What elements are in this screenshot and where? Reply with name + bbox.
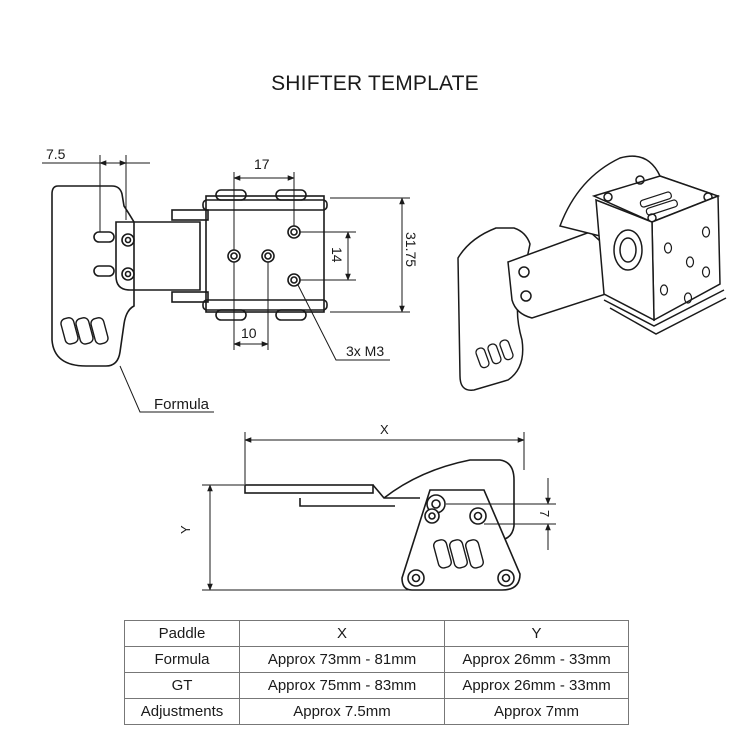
table-header-row: Paddle X Y — [124, 620, 629, 647]
table-row: Adjustments Approx 7.5mm Approx 7mm — [124, 698, 629, 725]
shifter-body — [205, 195, 325, 313]
m3-hole-top — [287, 225, 301, 239]
table-row: GT Approx 75mm - 83mm Approx 26mm - 33mm — [124, 672, 629, 699]
page-title: SHIFTER TEMPLATE — [271, 72, 479, 95]
side-view — [244, 459, 521, 591]
dim-x-label: X — [380, 422, 389, 437]
cell-paddle: GT — [124, 672, 240, 699]
dim-7-5-label: 7.5 — [46, 146, 66, 162]
side-logo-icon — [433, 539, 484, 569]
dim-14-label: 14 — [329, 247, 345, 263]
cell-y: Approx 26mm - 33mm — [444, 646, 629, 673]
side-base-plate — [244, 484, 374, 494]
cell-x: Approx 75mm - 83mm — [239, 672, 445, 699]
cell-x: Approx 73mm - 81mm — [239, 646, 445, 673]
cell-paddle: Formula — [124, 646, 240, 673]
arm-plate — [115, 221, 201, 291]
cell-y: Approx 7mm — [444, 698, 629, 725]
cell-paddle: Adjustments — [124, 698, 240, 725]
dim-y-label: Y — [178, 525, 193, 534]
front-view-dimensions — [42, 155, 410, 413]
screw-callout-label: 3x M3 — [346, 343, 384, 359]
cell-x: Approx 7.5mm — [239, 698, 445, 725]
iso-paddle-logo-icon — [475, 339, 514, 369]
front-view — [51, 185, 328, 367]
m3-hole-bottom — [287, 273, 301, 287]
paddle-logo-icon — [60, 317, 109, 345]
dim-10-label: 10 — [241, 325, 257, 341]
paddle-spec-table: Paddle X Y Formula Approx 73mm - 81mm Ap… — [124, 620, 629, 725]
col-header-x: X — [239, 620, 445, 647]
side-view-dimensions — [202, 432, 556, 591]
dim-7-label: 7 — [537, 510, 552, 517]
table-row: Formula Approx 73mm - 81mm Approx 26mm -… — [124, 646, 629, 673]
cell-y: Approx 26mm - 33mm — [444, 672, 629, 699]
paddle-name-label: Formula — [154, 396, 210, 413]
side-mount-plate — [401, 489, 521, 591]
formula-paddle-outline — [51, 185, 135, 367]
col-header-paddle: Paddle — [124, 620, 240, 647]
side-lever — [383, 459, 515, 541]
col-header-y: Y — [444, 620, 629, 647]
isometric-view — [457, 155, 727, 391]
dim-31-75-label: 31.75 — [403, 232, 419, 267]
dim-17-label: 17 — [254, 156, 270, 172]
